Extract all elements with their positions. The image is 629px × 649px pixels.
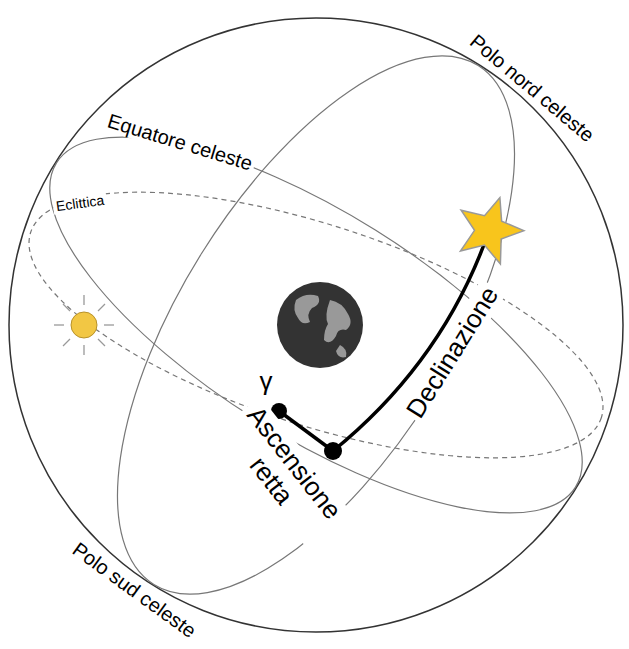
meridian-ellipse: [39, 0, 592, 649]
declination-label: Declinazione: [399, 279, 505, 425]
sun-symbol: [54, 295, 114, 355]
earth-symbol: [277, 282, 363, 368]
sphere-outline: [9, 18, 623, 632]
equator-ellipse: [0, 68, 629, 582]
ecliptic-ellipse: [0, 137, 629, 513]
equator-point-dot: [324, 442, 342, 460]
ecliptic-label: Eclittica: [52, 193, 108, 216]
pole-label: Polo sud celeste: [66, 536, 203, 644]
vernal-point-label: γ: [257, 367, 276, 396]
pole-label: Polo nord celeste: [463, 28, 600, 148]
equator-label: Equatore celeste: [102, 109, 258, 176]
star-symbol: [449, 187, 531, 267]
